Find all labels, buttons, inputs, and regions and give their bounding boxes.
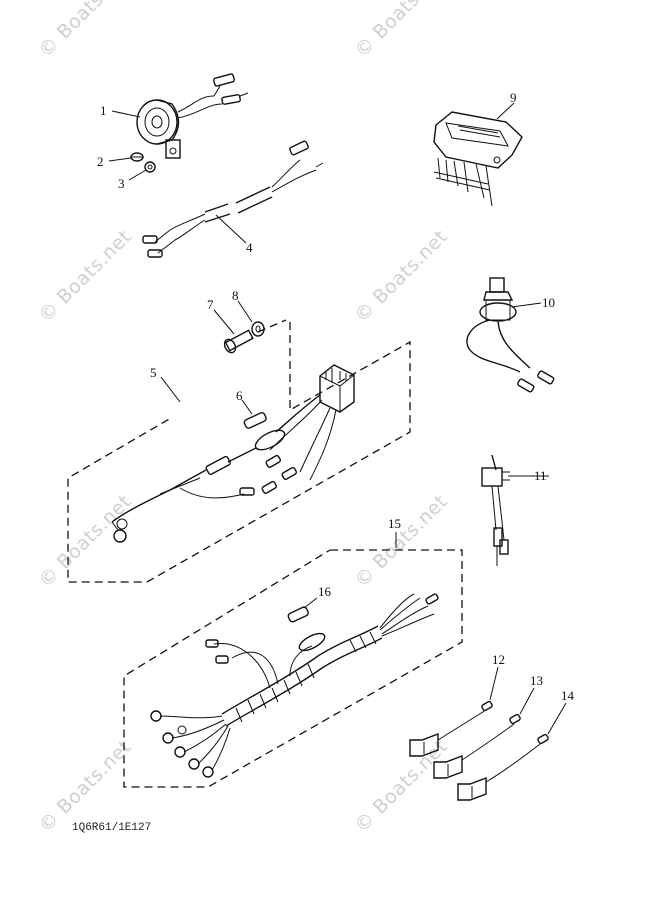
callout-14: 14	[561, 688, 575, 703]
part-7-bolt[interactable]	[222, 329, 254, 354]
part-6-fuse[interactable]	[243, 412, 267, 429]
part-8-washer[interactable]	[251, 321, 265, 337]
callout-5: 5	[150, 365, 157, 380]
part-12-connector-lead[interactable]	[409, 700, 493, 757]
callout-3: 3	[118, 176, 125, 191]
part-16-fuse[interactable]	[287, 606, 309, 623]
callout-12: 12	[492, 652, 505, 667]
part-5-main-harness[interactable]	[111, 364, 355, 543]
part-10-key-switch[interactable]	[466, 277, 555, 393]
part-3-washer[interactable]	[144, 161, 156, 173]
callout-8: 8	[232, 288, 239, 303]
callout-11: 11	[534, 468, 547, 483]
callout-2: 2	[97, 154, 104, 169]
part-11-stop-switch[interactable]	[481, 454, 510, 566]
callout-10: 10	[542, 295, 555, 310]
callout-6: 6	[236, 388, 243, 403]
part-15-wire-harness[interactable]	[150, 593, 439, 778]
part-2-screw[interactable]	[130, 152, 144, 162]
part-13-connector-lead[interactable]	[433, 713, 521, 779]
part-9-rectifier[interactable]	[433, 111, 523, 207]
callout-16: 16	[318, 584, 332, 599]
part-14-connector-lead[interactable]	[457, 733, 549, 801]
callout-7: 7	[207, 297, 214, 312]
callout-4: 4	[246, 240, 253, 255]
callout-1: 1	[100, 103, 107, 118]
callout-15: 15	[388, 516, 401, 531]
callout-13: 13	[530, 673, 543, 688]
part-4-extension-harness[interactable]	[142, 140, 324, 258]
part-1-buzzer[interactable]	[136, 73, 249, 159]
callout-9: 9	[510, 90, 517, 105]
diagram-code: 1Q6R61/1E127	[72, 822, 152, 834]
